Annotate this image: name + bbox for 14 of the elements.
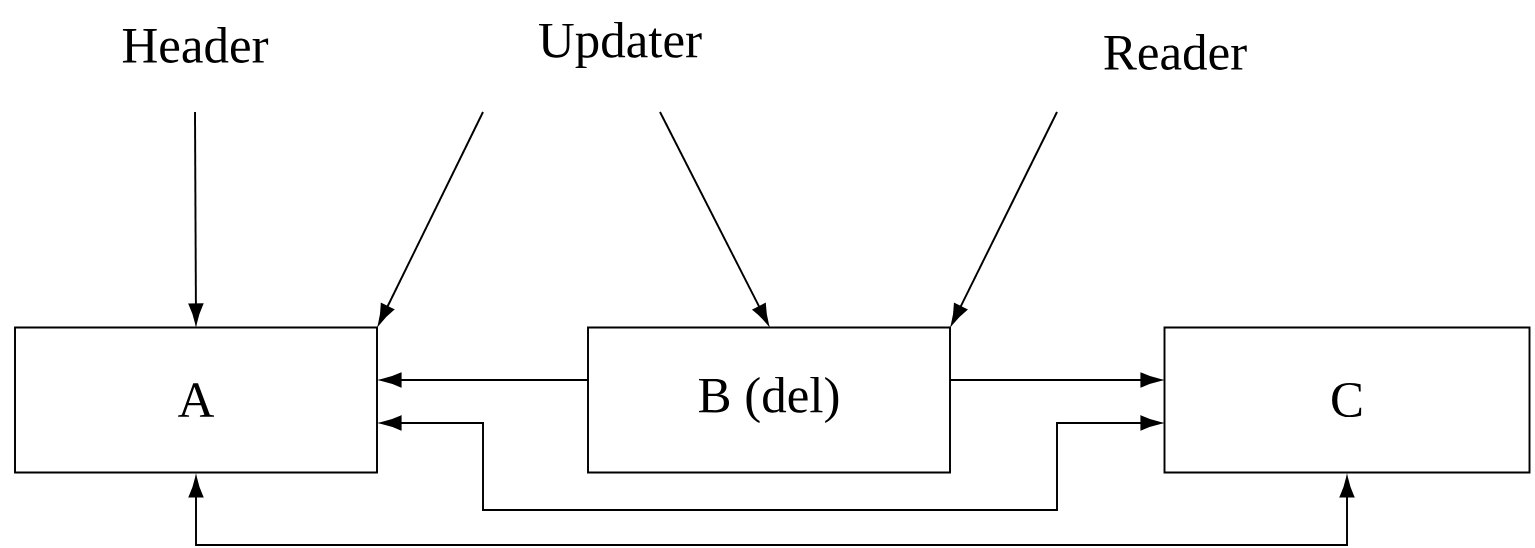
arrow [949,372,1162,388]
arrow [188,476,1355,546]
text-label: Updater [539,21,702,69]
arrow [659,111,769,325]
text-label: Header [122,27,269,63]
arrow [378,111,484,325]
arrow [380,415,1162,511]
arrow [951,111,1058,325]
arrow [188,111,204,325]
process-box: A [14,326,378,474]
arrow [380,372,589,388]
process-box: B (del) [587,326,951,474]
text-label: Reader [1104,34,1247,70]
process-box: C [1163,326,1531,474]
